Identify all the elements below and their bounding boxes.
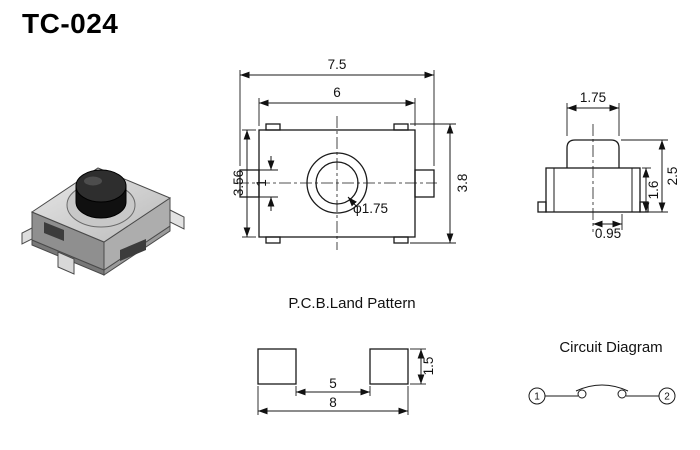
dim-button-diameter: φ1.75 [353,201,388,216]
side-view-button [566,139,620,168]
switch-front-opening-left [44,222,64,241]
dim-side-button-width: 1.75 [580,90,606,105]
button-inner-circle [315,161,359,205]
circuit-diagram-label: Circuit Diagram [559,339,662,356]
dim-land-pad-height: 1.5 [421,357,436,376]
side-view-body [545,167,641,213]
switch-actuator-arc [575,384,629,392]
dim-top-terminal-width: 1 [254,179,269,187]
top-view-drawing: 7.5 6 3.56 1 3. [231,57,470,250]
terminal-1-number: 1 [534,392,540,403]
dim-side-overall-height: 2.5 [665,167,680,186]
top-view-dimensions: 7.5 6 3.56 1 3. [231,57,470,244]
dim-side-body-height: 1.6 [646,181,661,200]
dim-top-body-height: 3.56 [231,170,246,196]
switch-contact-left [577,389,587,399]
land-pad-right [369,348,409,385]
part-number-title: TC-024 [22,8,119,39]
switch-terminal-front [57,251,75,275]
land-pad-left [257,348,297,385]
terminal-2-number: 2 [664,392,670,403]
side-view-drawing: 1.75 2.5 1.6 0.95 [537,90,680,241]
side-view-dimensions: 1.75 2.5 1.6 0.95 [566,90,680,241]
side-view-lead-left [537,201,547,213]
pcb-land-pattern-label: P.C.B.Land Pattern [288,295,415,312]
switch-front-opening-right [120,239,146,261]
land-pattern-dimensions: 5 8 1.5 [257,348,436,415]
top-view-outline [237,116,437,250]
top-view-terminal-right [414,169,435,198]
dim-top-overall-width: 7.5 [328,57,347,72]
push-button-top [75,169,127,203]
dim-land-overall-width: 8 [329,395,337,410]
dim-side-lead-offset: 0.95 [595,226,621,241]
side-view-outline [537,124,649,232]
button-outer-circle [306,152,368,214]
side-view-lead-right [639,201,649,213]
isometric-switch-illustration [21,167,185,276]
dim-top-body-width: 6 [333,85,341,100]
switch-contact-right [617,389,627,399]
switch-terminal-right [169,209,185,230]
dim-land-pad-gap: 5 [329,376,337,391]
dim-top-overall-height: 3.8 [455,174,470,193]
switch-terminal-left [21,227,33,245]
circuit-diagram-section: Circuit Diagram 1 2 [528,339,676,405]
push-button-highlight [84,176,102,186]
pcb-land-pattern-section: P.C.B.Land Pattern 5 8 1.5 [257,295,436,415]
